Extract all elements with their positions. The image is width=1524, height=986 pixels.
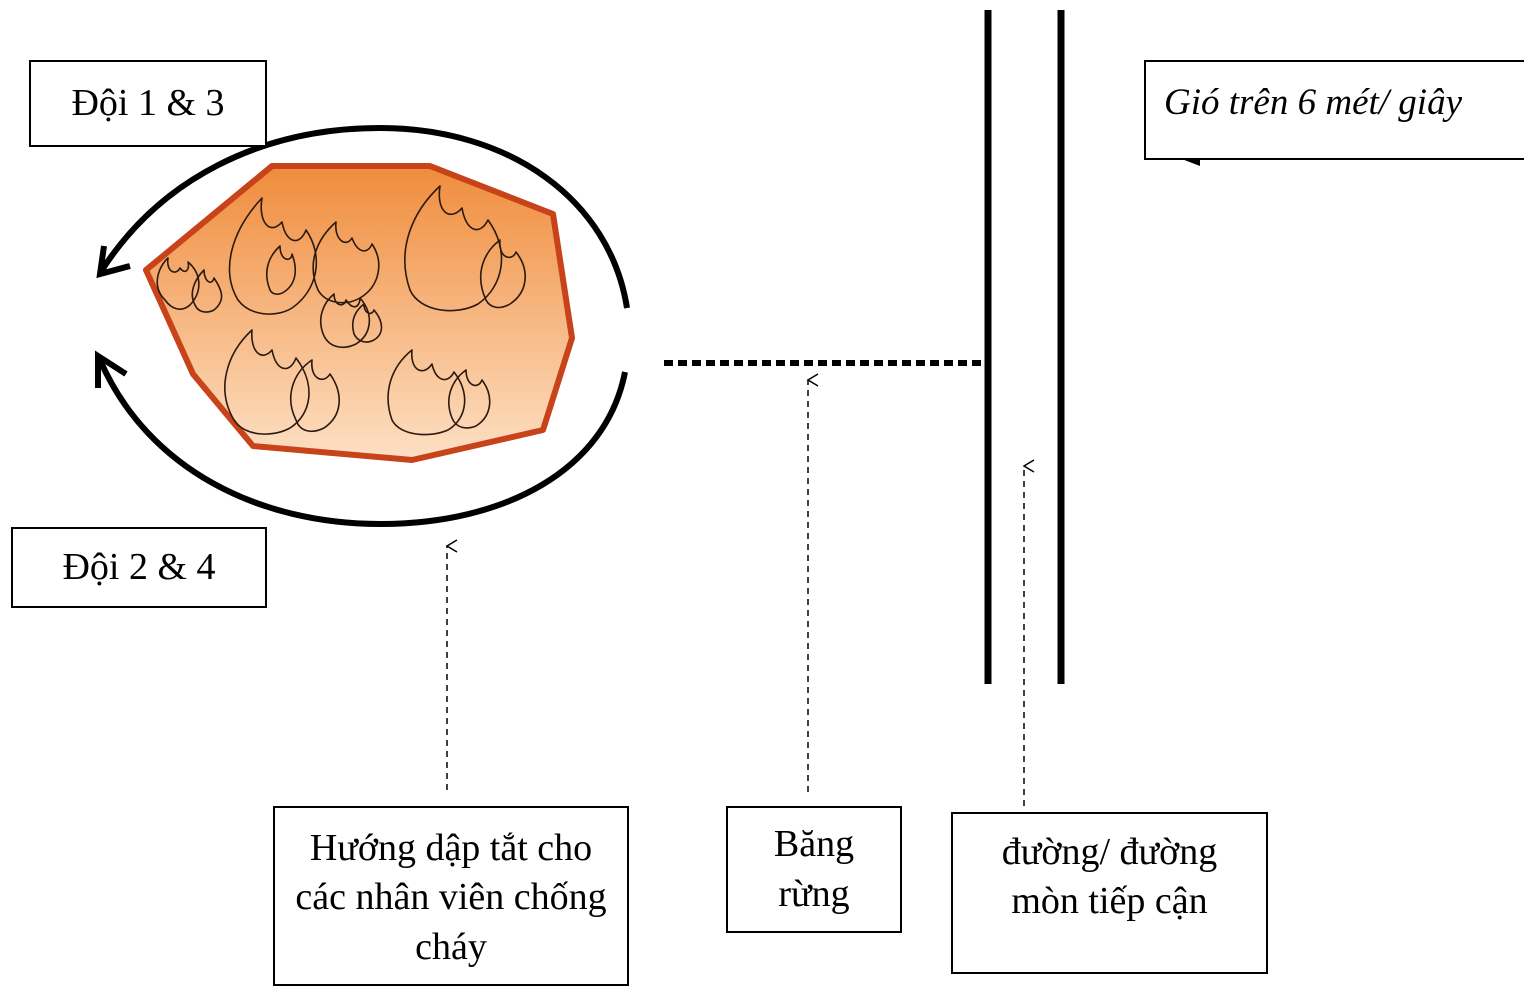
access-road-label: đường/ đường mòn tiếp cận <box>951 812 1268 974</box>
suppression-direction-label: Hướng dập tắt cho các nhân viên chống ch… <box>273 806 629 986</box>
wind-text: Gió trên 6 mét/ giây <box>1164 76 1464 130</box>
wind-label: Gió trên 6 mét/ giây <box>1144 60 1524 160</box>
team-2-4-label: Đội 2 & 4 <box>11 527 267 608</box>
access-road-text: đường/ đường mòn tiếp cận <box>980 828 1240 927</box>
team-1-3-text: Đội 1 & 3 <box>71 79 224 128</box>
fire-area <box>146 166 572 460</box>
fire-zone <box>146 166 572 460</box>
team-2-4-text: Đội 2 & 4 <box>62 543 215 592</box>
team-1-3-label: Đội 1 & 3 <box>29 60 267 147</box>
suppression-direction-text: Hướng dập tắt cho các nhân viên chống ch… <box>291 824 611 972</box>
firebreak-label: Băng rừng <box>726 806 902 933</box>
firebreak-text: Băng rừng <box>759 820 869 919</box>
